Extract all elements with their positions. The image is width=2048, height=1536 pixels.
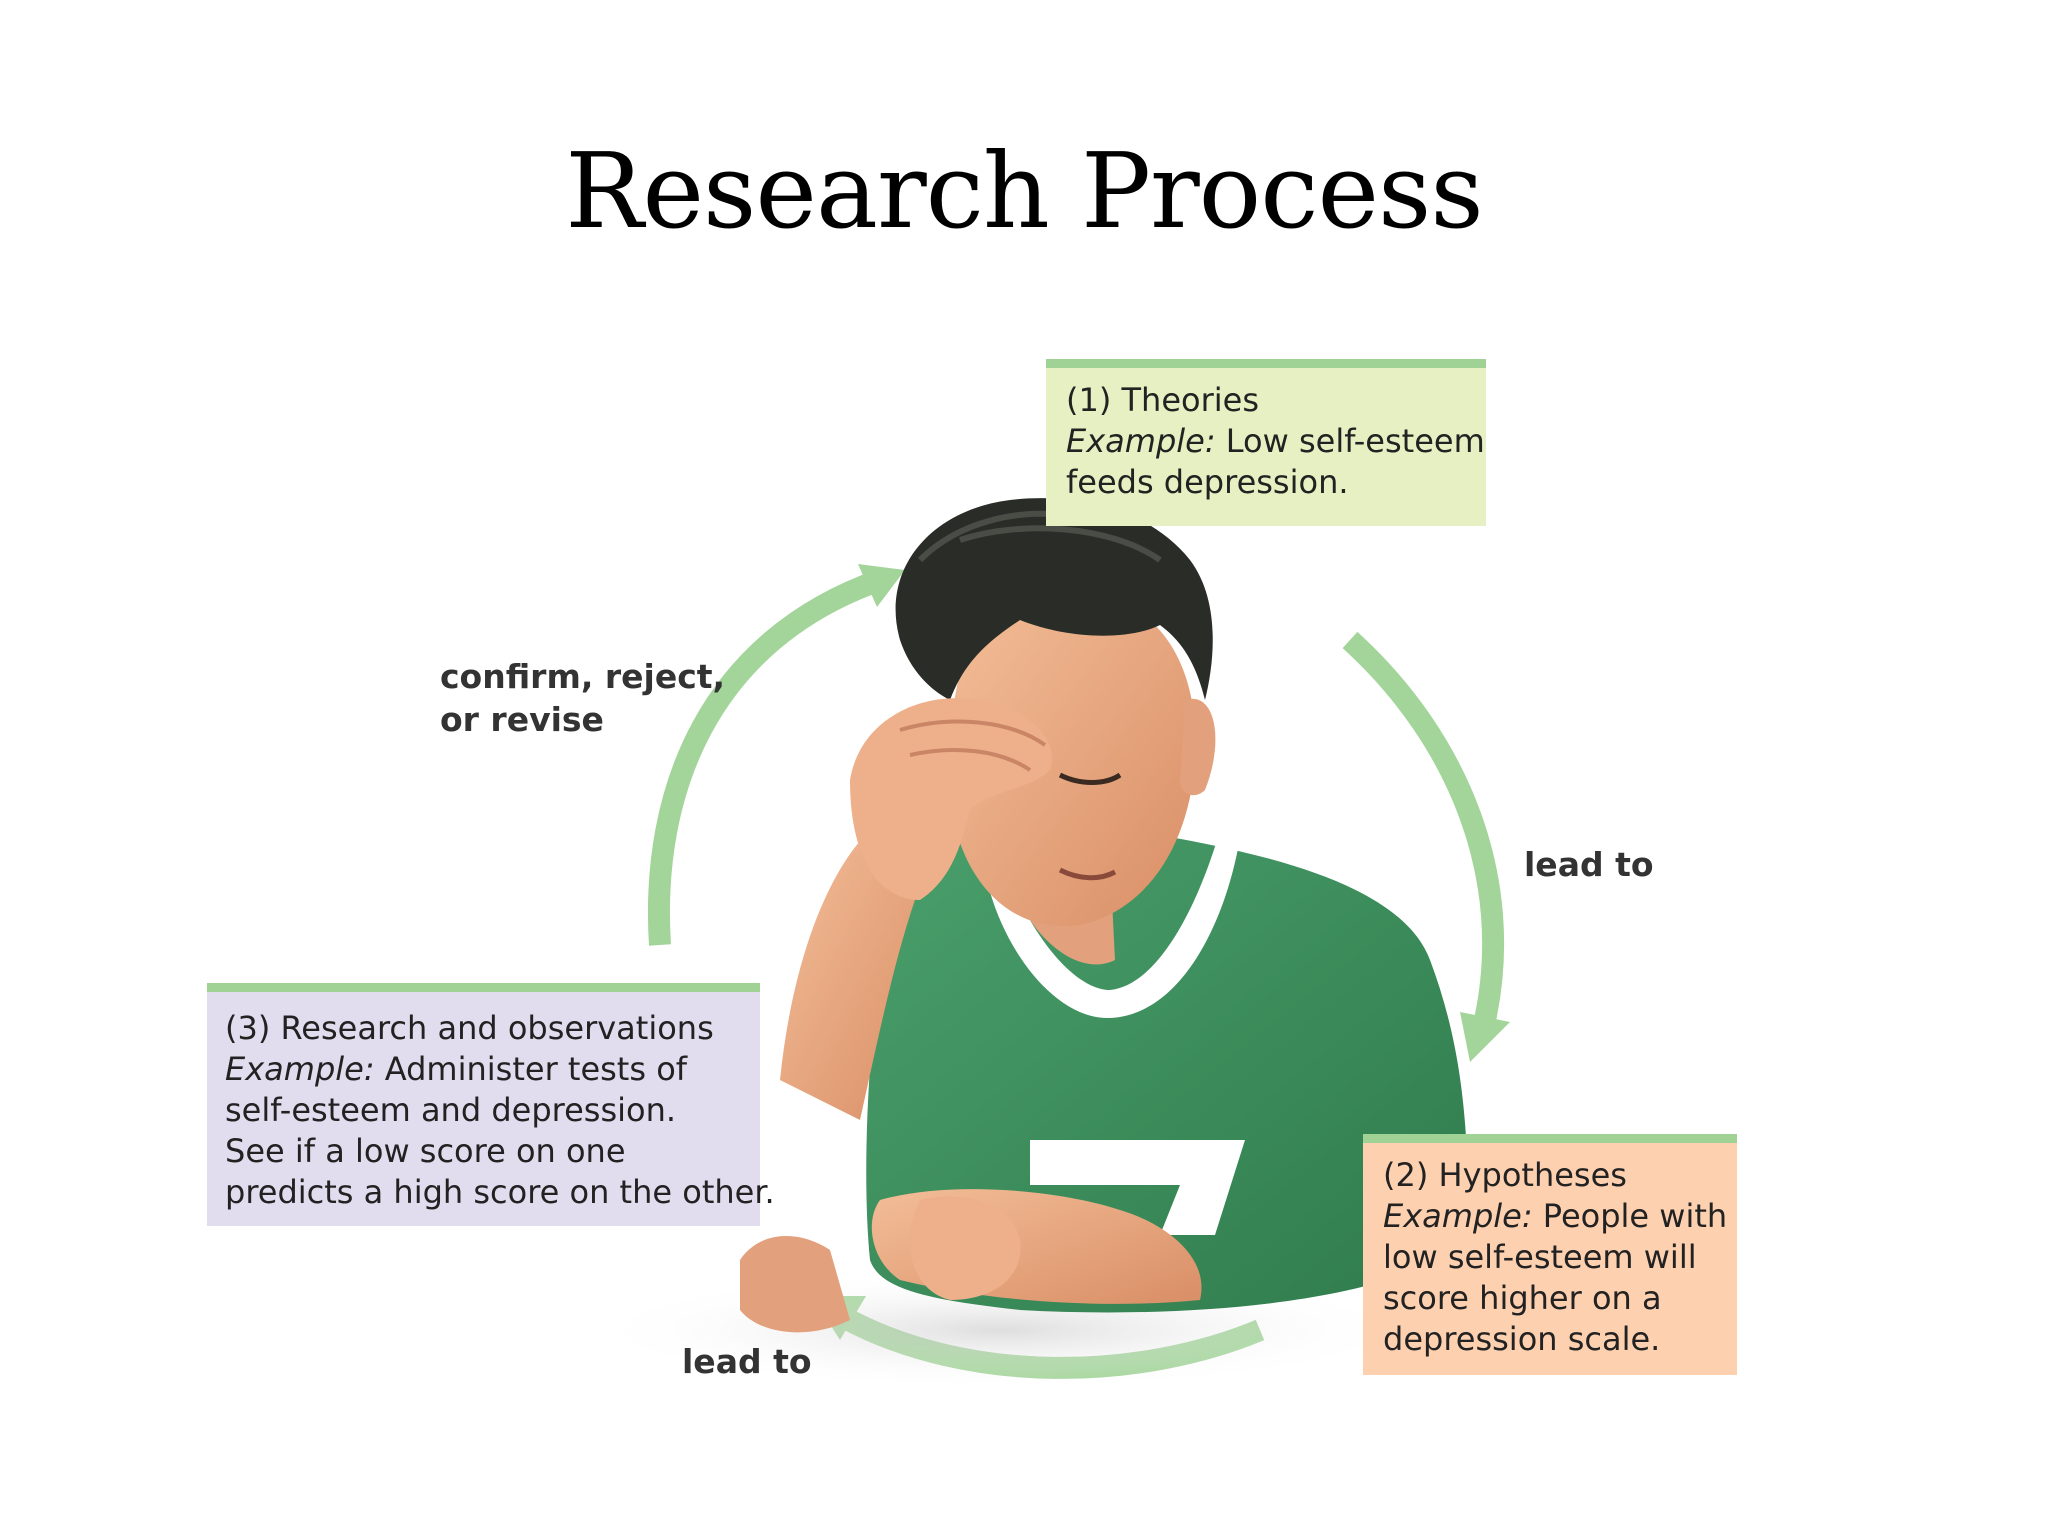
- hypotheses-example-text-3: score higher on a: [1383, 1279, 1662, 1317]
- raised-forearm: [780, 830, 930, 1120]
- confirm-label-line-1: confirm, reject,: [440, 657, 726, 696]
- hypotheses-example-text-4: depression scale.: [1383, 1320, 1661, 1358]
- hand-on-forehead: [850, 698, 1052, 900]
- left-elbow: [740, 1236, 850, 1333]
- research-example-text-4: predicts a high score on the other.: [225, 1173, 775, 1211]
- theories-box: (1) Theories Example: Low self-esteem fe…: [1046, 359, 1486, 526]
- arrow-revise: [648, 569, 884, 946]
- hypotheses-example-text-1: People with: [1532, 1197, 1728, 1235]
- slide-title: Research Process: [565, 130, 1484, 252]
- ear: [1180, 698, 1216, 796]
- research-heading: (3) Research and observations: [225, 1009, 714, 1047]
- face: [948, 594, 1196, 927]
- research-example-text-2: self-esteem and depression.: [225, 1091, 677, 1129]
- mouth: [1058, 867, 1117, 881]
- arrow-revise-head: [858, 564, 905, 607]
- fist: [910, 1196, 1021, 1300]
- lead-to-label-bottom: lead to: [682, 1342, 812, 1381]
- theories-example-label: Example:: [1066, 422, 1216, 460]
- theories-example-line-1: Example: Low self-esteem: [1066, 421, 1486, 462]
- arrow-lead-to-hypotheses-head: [1460, 1012, 1510, 1062]
- shirt-collar: [990, 830, 1240, 1019]
- theories-heading: (1) Theories: [1066, 381, 1259, 419]
- person-illustration: [580, 498, 1469, 1390]
- closed-eyes: [1058, 772, 1122, 785]
- research-example-text-3: See if a low score on one: [225, 1132, 626, 1170]
- hair-strands: [917, 510, 1162, 563]
- research-box: (3) Research and observations Example: A…: [207, 983, 775, 1226]
- theories-example-text-1: Low self-esteem: [1215, 422, 1485, 460]
- hypotheses-example-line-1: Example: People with: [1383, 1196, 1737, 1237]
- theories-example-text-2: feeds depression.: [1066, 463, 1349, 501]
- hypotheses-example-text-2: low self-esteem will: [1383, 1238, 1697, 1276]
- research-example-text-1: Administer tests of: [374, 1050, 688, 1088]
- lead-to-label-right: lead to: [1524, 845, 1654, 884]
- hypotheses-example-label: Example:: [1383, 1197, 1533, 1235]
- research-example-line-1: Example: Administer tests of: [225, 1049, 760, 1090]
- confirm-reject-revise-label: confirm, reject, or revise: [440, 655, 725, 741]
- shirt-number-seven: [1030, 1140, 1245, 1235]
- hypotheses-box: (2) Hypotheses Example: People with low …: [1363, 1134, 1737, 1375]
- research-example-label: Example:: [225, 1050, 375, 1088]
- fingers: [899, 719, 1047, 772]
- confirm-label-line-2: or revise: [440, 700, 604, 739]
- arrow-lead-to-hypotheses: [1342, 631, 1505, 1023]
- hypotheses-heading: (2) Hypotheses: [1383, 1156, 1627, 1194]
